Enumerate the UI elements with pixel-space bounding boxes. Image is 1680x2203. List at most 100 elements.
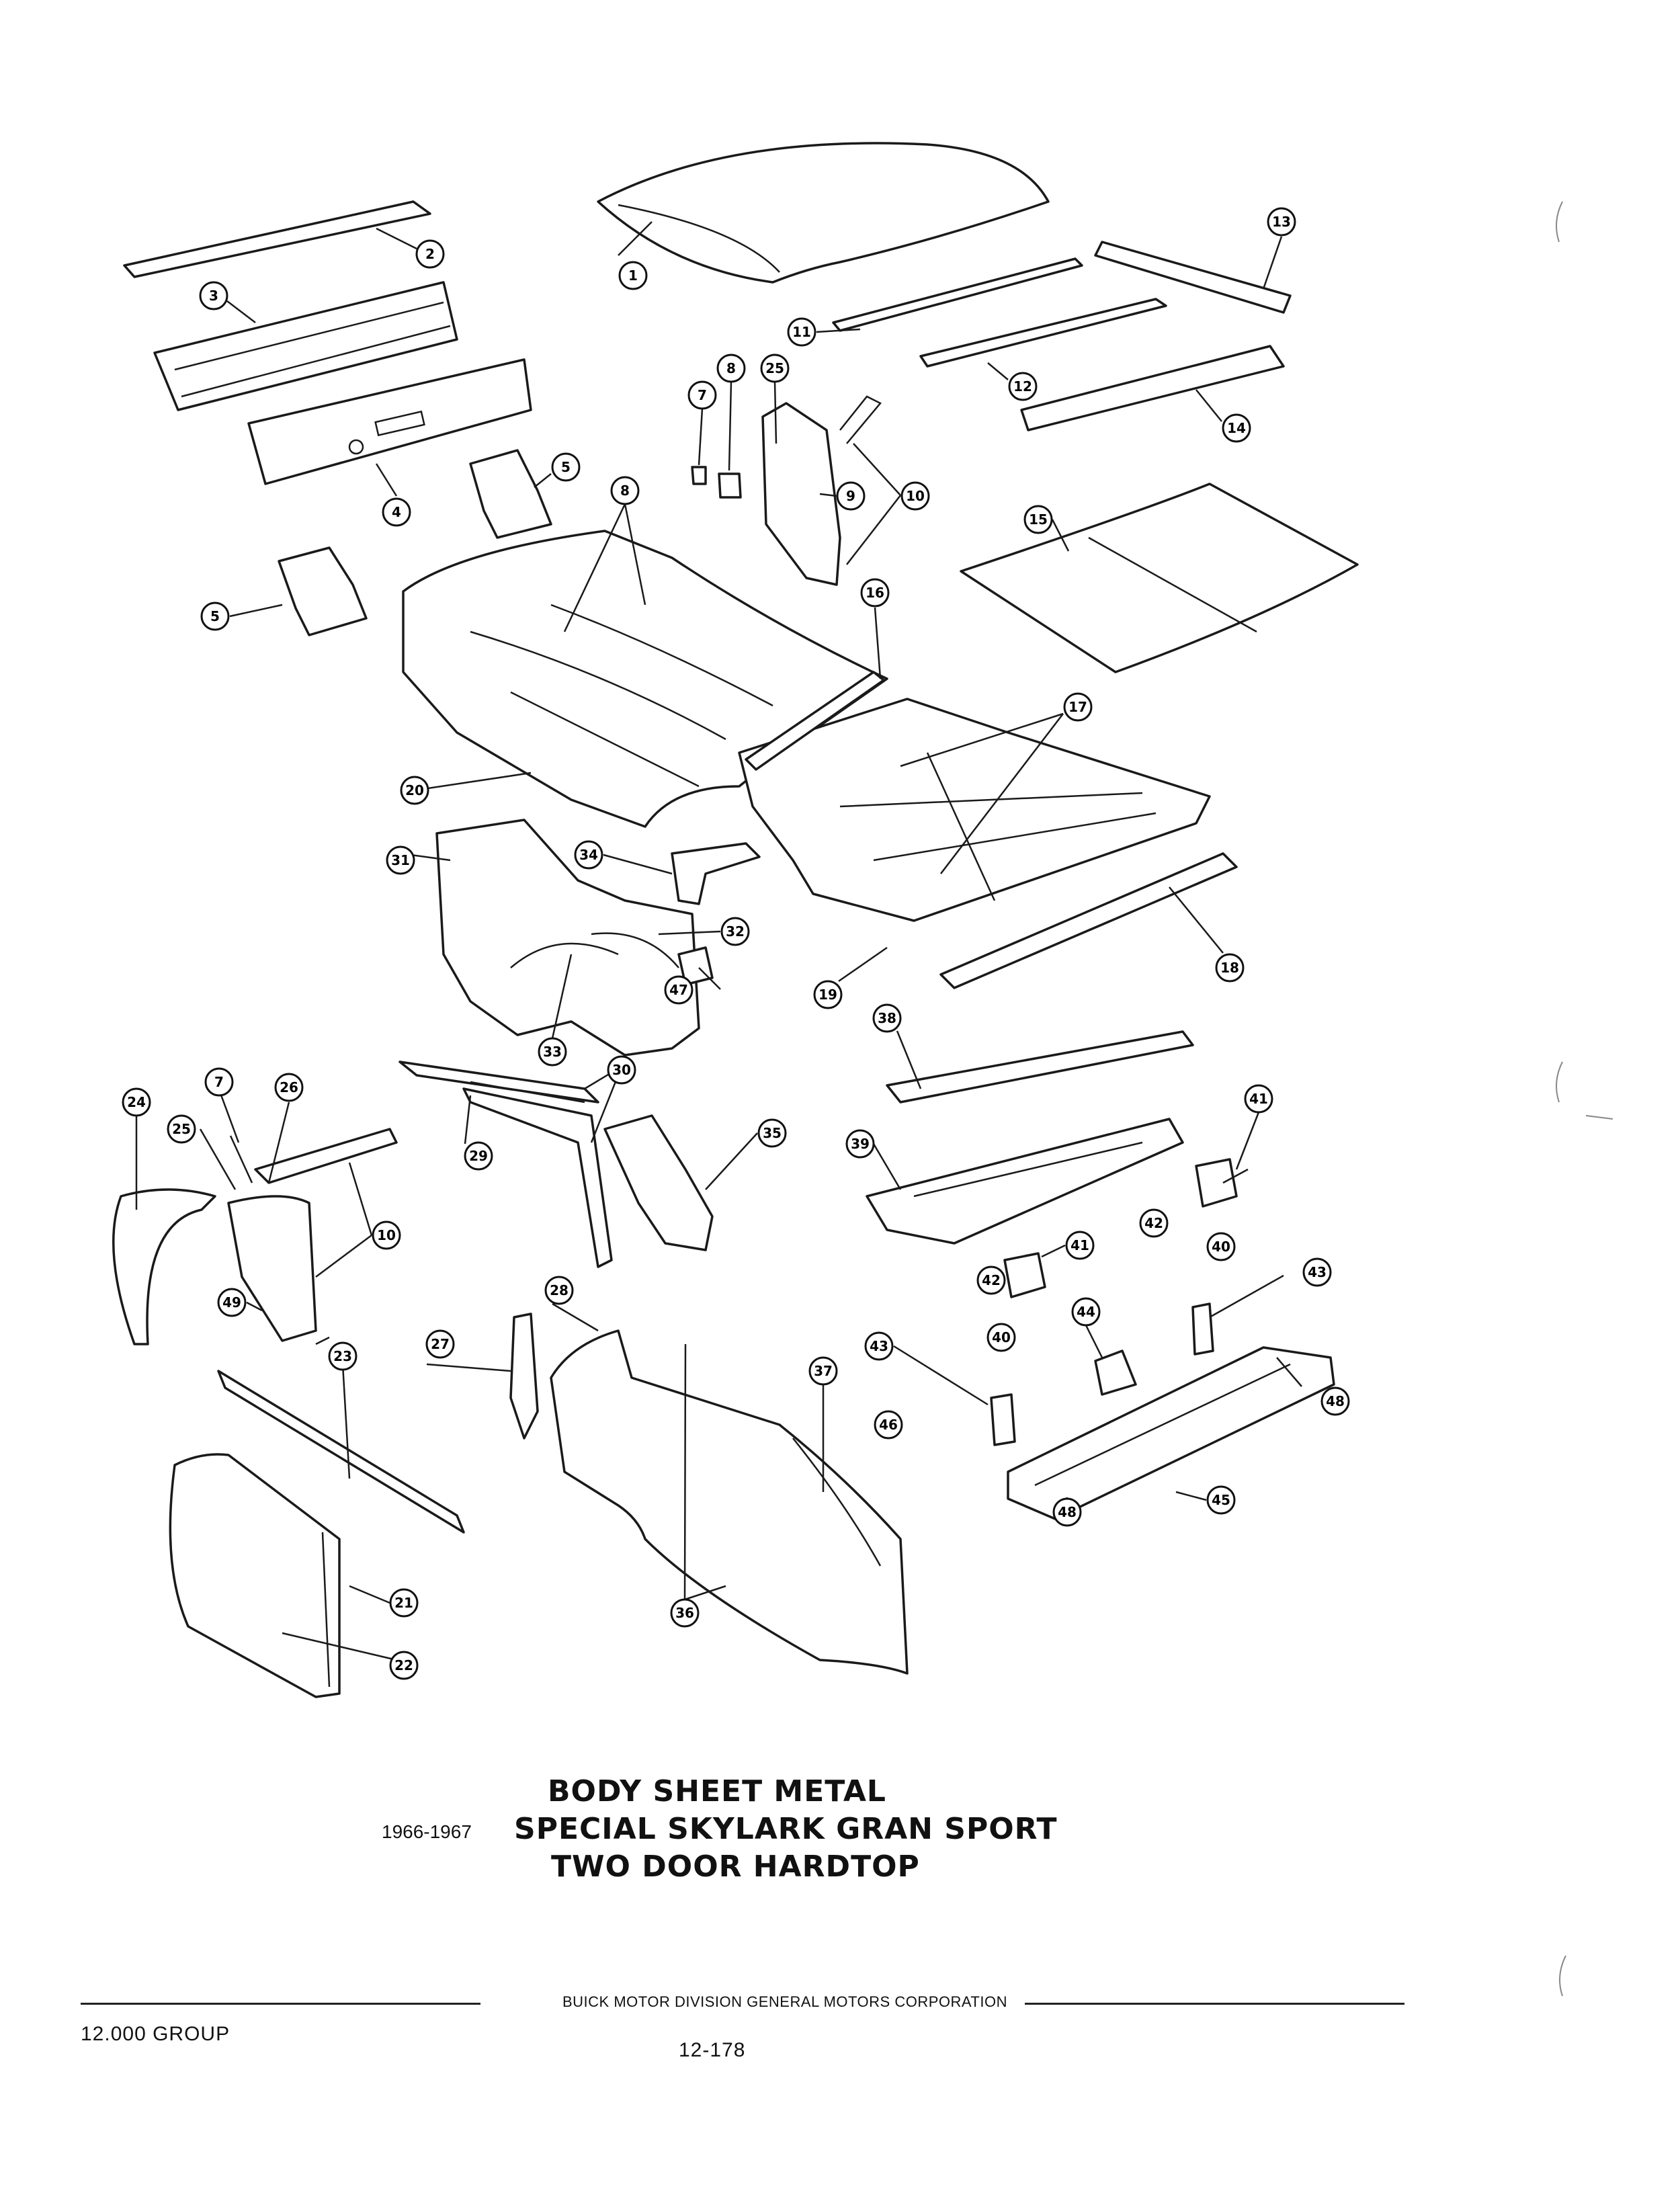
svg-text:26: 26: [280, 1079, 298, 1095]
part-door-shell-21-22: [169, 1453, 341, 1698]
svg-text:20: 20: [405, 782, 424, 798]
svg-text:45: 45: [1212, 1492, 1230, 1508]
part-bracket-47: [677, 946, 714, 986]
part-brace-34: [671, 842, 761, 905]
part-cowl-side-left: [278, 546, 368, 636]
svg-text:48: 48: [1058, 1504, 1077, 1520]
callout-bubble: 14: [1222, 413, 1251, 443]
svg-text:31: 31: [391, 852, 410, 868]
callout-bubble: 19: [813, 980, 843, 1009]
svg-text:13: 13: [1272, 214, 1291, 230]
page-number: 12-178: [679, 2039, 746, 2061]
footer-rule-right: [1025, 2003, 1404, 2005]
svg-text:41: 41: [1249, 1091, 1268, 1107]
svg-text:11: 11: [792, 324, 811, 340]
callout-bubble: 42: [1139, 1208, 1169, 1238]
callout-bubble: 13: [1267, 207, 1296, 237]
svg-text:48: 48: [1326, 1393, 1345, 1409]
svg-text:23: 23: [333, 1348, 352, 1364]
model-years: 1966-1967: [382, 1821, 472, 1842]
callout-bubble: 16: [860, 578, 890, 608]
part-quarter-panel-36: [550, 1329, 909, 1675]
part-rocker-23: [217, 1370, 465, 1534]
callout-bubble: 33: [538, 1037, 567, 1067]
svg-text:40: 40: [1212, 1239, 1230, 1255]
callout-bubble: 41: [1244, 1084, 1273, 1114]
callout-bubble: 45: [1206, 1485, 1236, 1515]
callout-bubble: 5: [551, 452, 581, 482]
callout-bubble: 10: [900, 481, 930, 511]
callout-bubble: 17: [1063, 692, 1093, 722]
svg-text:42: 42: [982, 1272, 1001, 1288]
callouts: 1 2 3 4 5 5 7 7 8 8 9 10 10 11 12 13 14 …: [122, 207, 1350, 1680]
callout-bubble: 40: [1206, 1232, 1236, 1261]
callout-bubble: 3: [199, 281, 228, 310]
svg-text:2: 2: [425, 246, 435, 262]
title-line-3: TWO DOOR HARDTOP: [551, 1849, 920, 1884]
svg-text:14: 14: [1227, 420, 1246, 436]
callout-bubble: 47: [664, 975, 694, 1005]
callout-bubble: 43: [1302, 1257, 1332, 1287]
svg-text:37: 37: [814, 1363, 833, 1379]
svg-text:5: 5: [210, 608, 220, 624]
callout-bubble: 36: [670, 1598, 700, 1628]
svg-text:34: 34: [579, 847, 598, 863]
svg-text:33: 33: [543, 1044, 562, 1060]
callout-bubble: 21: [389, 1588, 419, 1618]
svg-text:4: 4: [392, 504, 401, 520]
footer-rule-left: [81, 2003, 480, 2005]
callout-bubble: 28: [544, 1276, 574, 1305]
svg-text:40: 40: [992, 1329, 1011, 1345]
callout-bubble: 8: [716, 354, 746, 383]
callout-bubble: 9: [836, 481, 866, 511]
svg-text:27: 27: [431, 1336, 450, 1352]
callout-bubble: 39: [845, 1129, 875, 1159]
svg-text:25: 25: [172, 1121, 191, 1137]
svg-text:25: 25: [765, 360, 784, 376]
callout-bubble: 5: [200, 601, 230, 631]
leader-lines: [135, 221, 1302, 1661]
callout-bubble: 49: [217, 1288, 247, 1317]
part-rail-29-30: [398, 1061, 613, 1268]
svg-text:18: 18: [1220, 960, 1239, 976]
svg-text:24: 24: [127, 1094, 146, 1110]
svg-text:42: 42: [1144, 1215, 1163, 1231]
svg-text:43: 43: [1308, 1264, 1327, 1280]
svg-text:29: 29: [469, 1148, 488, 1164]
callout-bubble: 27: [425, 1329, 455, 1359]
svg-text:21: 21: [394, 1595, 413, 1611]
callout-bubble: 30: [607, 1055, 636, 1085]
callout-bubble: 25: [167, 1114, 196, 1144]
svg-text:5: 5: [561, 459, 571, 475]
title-line-1: BODY SHEET METAL: [548, 1774, 886, 1809]
callout-bubble: 26: [274, 1073, 304, 1102]
callout-bubble: 42: [976, 1265, 1006, 1295]
svg-text:39: 39: [851, 1136, 870, 1152]
callout-bubble: 43: [864, 1331, 894, 1361]
svg-text:8: 8: [620, 483, 630, 499]
svg-text:38: 38: [878, 1010, 896, 1026]
part-rocker-sill: [939, 852, 1238, 989]
callout-bubble: 23: [328, 1341, 358, 1371]
part-deck-lid-15: [960, 483, 1359, 673]
callout-bubble: 48: [1052, 1497, 1082, 1527]
svg-text:10: 10: [377, 1227, 396, 1243]
callout-bubble: 1: [618, 261, 648, 290]
callout-bubble: 35: [757, 1118, 787, 1148]
callout-bubble: 32: [720, 917, 750, 946]
part-package-shelf-38: [886, 1030, 1194, 1104]
svg-text:16: 16: [866, 585, 884, 601]
callout-bubble: 7: [204, 1067, 234, 1097]
part-pillar-27: [509, 1313, 539, 1440]
callout-bubble: 40: [986, 1323, 1016, 1352]
part-roof-bow-12: [919, 298, 1167, 368]
group-label: 12.000 GROUP: [81, 2023, 230, 2045]
callout-bubble: 18: [1215, 953, 1245, 983]
callout-bubble: 46: [874, 1410, 903, 1440]
manufacturer-line: BUICK MOTOR DIVISION GENERAL MOTORS CORP…: [562, 1993, 1007, 2010]
svg-text:17: 17: [1068, 699, 1087, 715]
svg-text:28: 28: [550, 1282, 569, 1298]
part-roof-panel: [597, 142, 1050, 284]
svg-text:35: 35: [763, 1125, 782, 1141]
